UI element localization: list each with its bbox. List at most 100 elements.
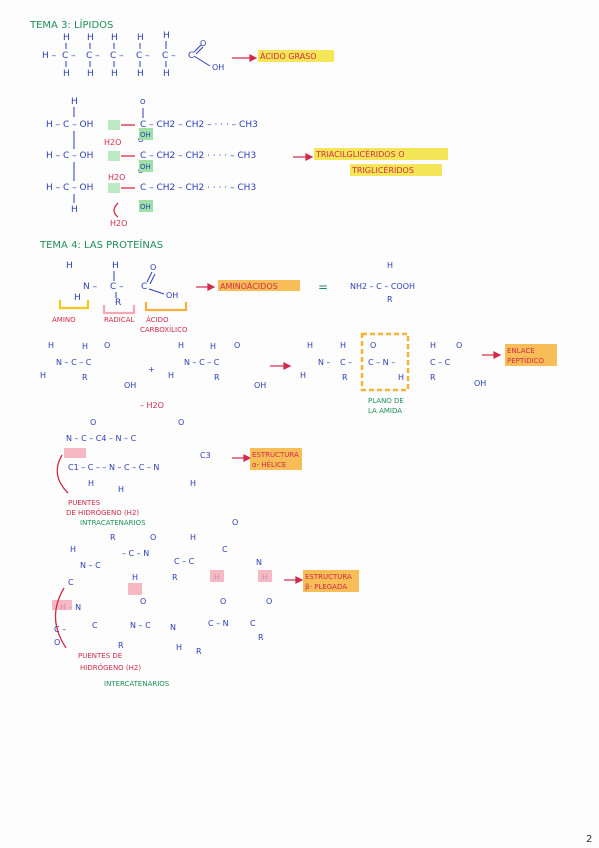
label-enlace-1: ENLACE: [507, 347, 535, 355]
svg-text:OH: OH: [140, 163, 151, 171]
svg-text:H: H: [66, 261, 73, 271]
highlight-h-bond-beta-2: [128, 583, 142, 595]
arrow-acido-graso: [232, 54, 258, 62]
svg-text:C – CH2 – CH2 · · · · – CH3: C – CH2 – CH2 · · · · – CH3: [140, 183, 256, 193]
triglyceride-structure: H H – C – OH H – C – OH H – C – OH H O C…: [46, 97, 258, 215]
svg-text:H: H: [82, 342, 88, 351]
svg-text:H: H: [111, 69, 118, 79]
label-puentes-intra-1: PUENTES: [68, 499, 101, 507]
page-number: 2: [586, 834, 592, 845]
svg-text:C: C: [188, 51, 194, 61]
svg-text:R: R: [82, 373, 88, 382]
highlight-h-bond-alpha: [64, 448, 86, 458]
svg-text:OH: OH: [212, 63, 224, 72]
svg-text:H: H: [63, 33, 70, 43]
ester-bond-marks: [113, 124, 135, 218]
label-beta-1: ESTRUCTURA: [305, 573, 352, 581]
svg-text:C –: C –: [86, 51, 100, 61]
water-label-1: H2O: [104, 138, 121, 147]
svg-text:C – CH2 – CH2 · · · · – CH3: C – CH2 – CH2 · · · · – CH3: [140, 151, 256, 161]
svg-text:H: H: [132, 573, 138, 582]
svg-text:C3: C3: [200, 451, 211, 460]
svg-text:H: H: [112, 261, 119, 271]
svg-text:N: N: [170, 623, 176, 632]
svg-text:N – C – C: N – C – C: [56, 358, 92, 367]
svg-text:N – C: N – C: [80, 561, 101, 570]
triglyceride-bonds: [73, 107, 144, 203]
svg-text:C –: C –: [62, 51, 76, 61]
arrow-condensation: [270, 351, 502, 370]
svg-text:O: O: [234, 341, 240, 350]
highlight-acido-graso: [258, 50, 334, 62]
svg-text:O: O: [140, 98, 146, 106]
svg-text:R: R: [342, 373, 348, 382]
svg-text:C – CH2 – CH2 – · · · – CH3: C – CH2 – CH2 – · · · – CH3: [140, 120, 258, 130]
arrow-alfa: [232, 454, 252, 462]
svg-text:O: O: [220, 597, 226, 606]
svg-text:H: H: [176, 643, 182, 652]
svg-text:R: R: [115, 298, 121, 308]
svg-text:N –: N –: [83, 282, 98, 292]
svg-text:OH: OH: [140, 131, 151, 139]
svg-text:H: H: [340, 341, 346, 350]
svg-text:H: H: [137, 33, 144, 43]
svg-text:H: H: [210, 342, 216, 351]
h-bond-arrow-beta: [54, 587, 67, 649]
highlight-h-bond-beta-3: [210, 570, 224, 582]
svg-text:N – C – C4 – N – C: N – C – C4 – N – C: [66, 434, 137, 443]
svg-text:– C – N: – C – N: [122, 549, 149, 558]
label-puentes-intra-3: INTRACATENARIOS: [80, 519, 146, 527]
svg-text:H: H: [74, 293, 81, 303]
label-radical: RADICAL: [104, 316, 134, 324]
svg-text:H – C – OH: H – C – OH: [46, 183, 93, 193]
svg-text:N – C: N – C: [130, 621, 151, 630]
label-trigliceridos-2: TRIGLICÉRIDOS: [351, 164, 414, 175]
label-acido-graso: ÁCIDO GRASO: [260, 50, 317, 61]
svg-text:O: O: [90, 418, 96, 427]
label-alfa-2: α- HÉLICE: [252, 460, 286, 469]
highlight-oh-2: [139, 160, 153, 172]
tema3-title: TEMA 3: LÍPIDOS: [29, 18, 113, 31]
svg-text:R: R: [430, 373, 436, 382]
h-bond-arrow-alpha: [56, 454, 69, 494]
fatty-acid-bonds: [65, 41, 211, 67]
svg-text:H: H: [387, 261, 393, 270]
svg-text:H – C – OH: H – C – OH: [46, 120, 93, 130]
svg-text:C1 – C – – N – C – C – N: C1 – C – – N – C – C – N: [68, 463, 159, 472]
svg-text:R: R: [214, 373, 220, 382]
svg-text:H – C – OH: H – C – OH: [46, 151, 93, 161]
label-puentes-inter-1: PUENTES DE: [78, 652, 122, 660]
minus-water: – H2O: [140, 401, 164, 410]
svg-text:C – C: C – C: [430, 358, 451, 367]
svg-text:O: O: [370, 341, 376, 350]
label-aminoacidos: AMINOÁCIDOS: [220, 280, 278, 291]
svg-text:O: O: [232, 518, 238, 527]
water-label-3: H2O: [110, 219, 127, 228]
amino-acid-bonds: [113, 271, 165, 298]
svg-text:C: C: [68, 578, 74, 587]
highlight-trigliceridos-1: [314, 148, 448, 160]
highlight-aminoacidos: [218, 280, 300, 291]
amide-plane-box: [360, 332, 410, 392]
svg-text:H: H: [87, 33, 94, 43]
arrow-aminoacidos: [196, 283, 216, 291]
svg-text:O: O: [150, 533, 156, 542]
svg-text:N –: N –: [318, 358, 331, 367]
svg-text:C: C: [141, 282, 147, 292]
svg-text:OH: OH: [254, 381, 266, 390]
highlight-beta: [303, 570, 359, 592]
svg-text:O: O: [150, 263, 156, 272]
svg-text:H: H: [118, 485, 124, 494]
svg-text:H: H: [163, 31, 170, 41]
arrow-beta: [284, 576, 304, 584]
label-amino: AMINO: [52, 316, 76, 324]
label-alfa-1: ESTRUCTURA: [252, 451, 299, 459]
label-puentes-inter-2: HIDRÓGENO (H2): [80, 663, 141, 672]
label-plano-2: LA AMIDA: [368, 407, 402, 415]
svg-text:H: H: [190, 533, 196, 542]
svg-text:O: O: [456, 341, 462, 350]
label-acido-2: CARBOXÍLICO: [140, 325, 188, 334]
